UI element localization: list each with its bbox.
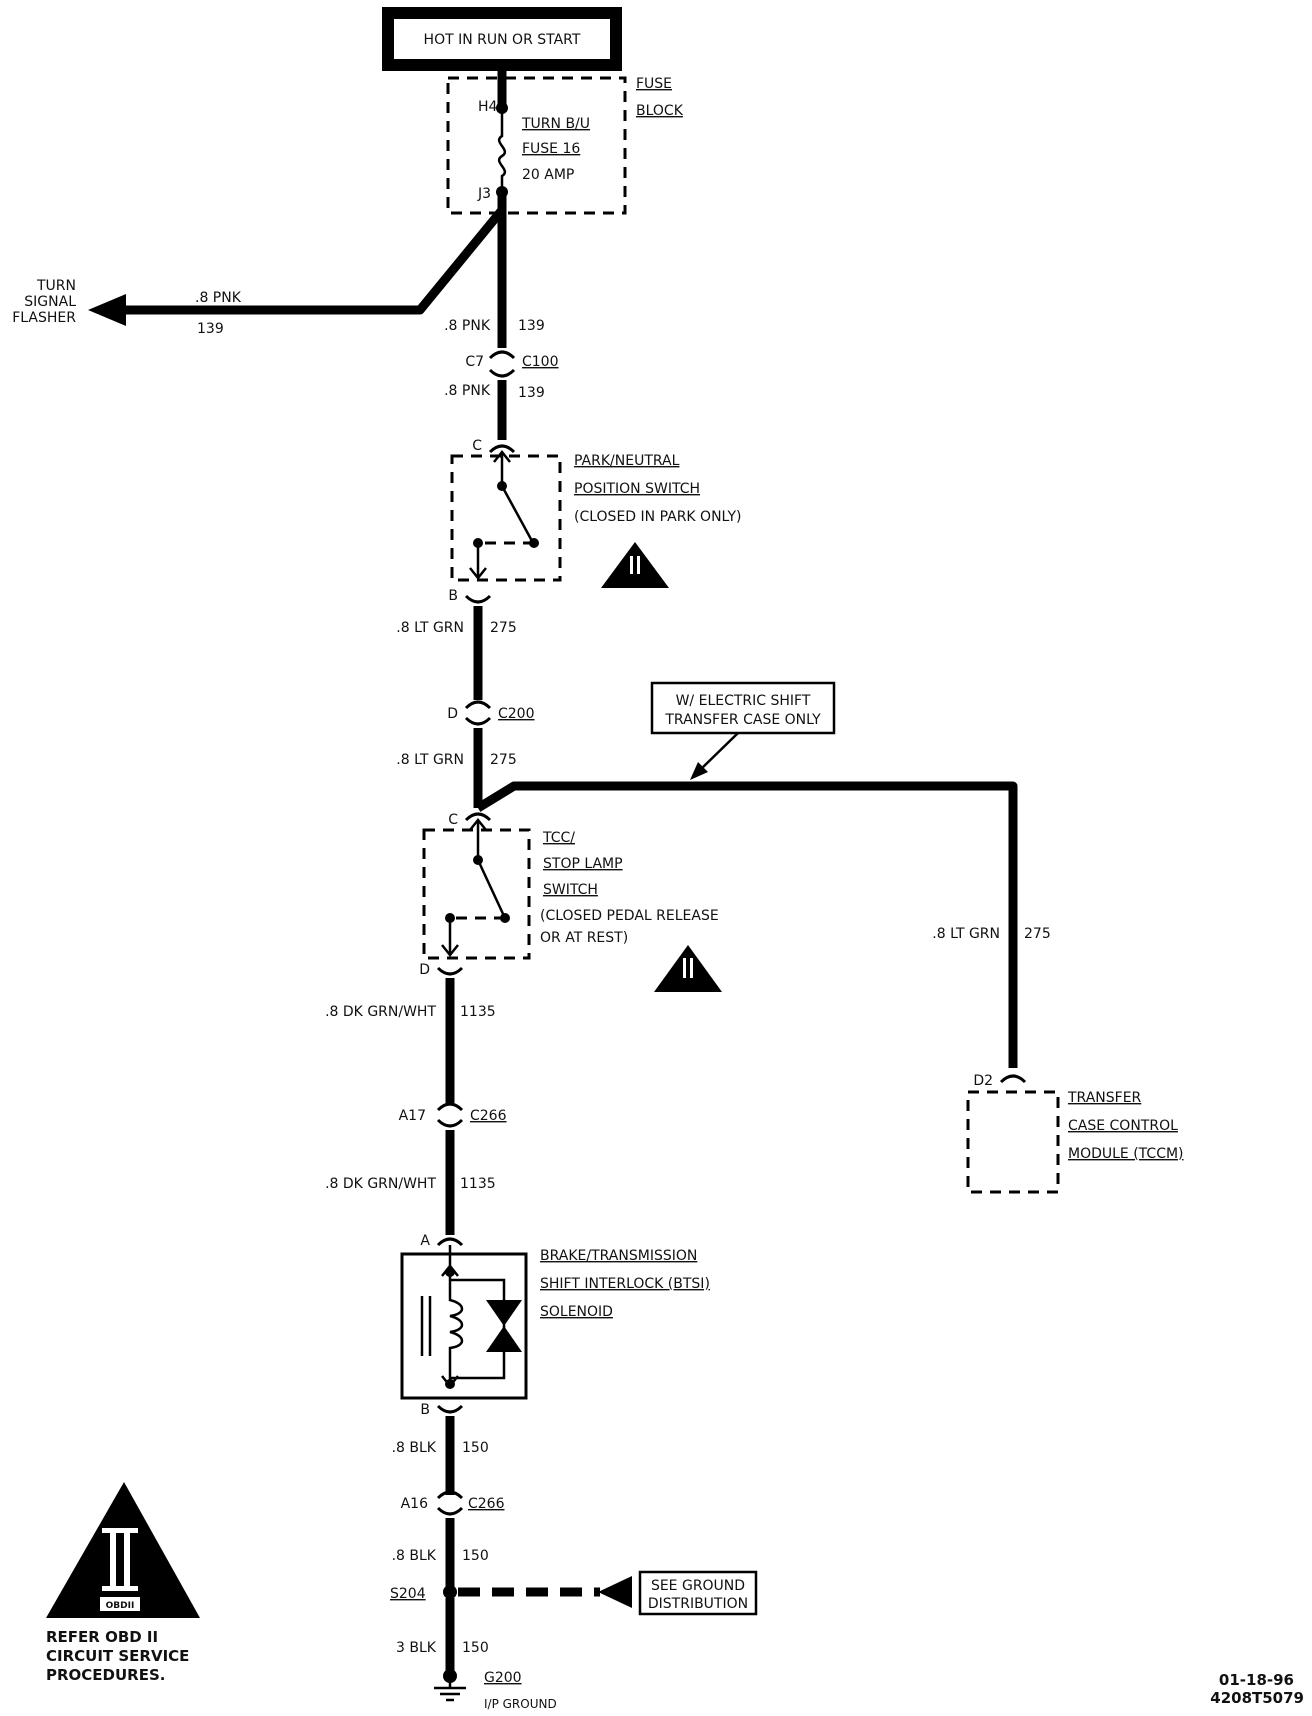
wire-ltgrn-1-circuit: 275 <box>490 620 517 636</box>
c266b-pin: A16 <box>401 1496 428 1512</box>
turn-signal-wire-color: .8 PNK <box>195 290 242 306</box>
connector-c266-a16: A16 C266 <box>401 1490 505 1516</box>
tcc-title-3: SWITCH <box>543 882 598 898</box>
obd-ii-warning-icon <box>601 542 669 588</box>
wire-dkgrn-2-color: .8 DK GRN/WHT <box>325 1176 436 1192</box>
c200-name: C200 <box>498 706 535 722</box>
turn-signal-label-2: SIGNAL <box>24 294 76 310</box>
tccm-pin: D2 <box>973 1073 993 1089</box>
tccm-title-2: CASE CONTROL <box>1068 1118 1178 1134</box>
obd-note-line-2: CIRCUIT SERVICE <box>46 1647 189 1665</box>
tcc-title-2: STOP LAMP <box>543 856 623 872</box>
fuse-pin-j3: J3 <box>477 186 491 202</box>
ground-desc: I/P GROUND <box>484 1697 557 1711</box>
ground-distribution-line-1: SEE GROUND <box>651 1578 745 1594</box>
power-source-label: HOT IN RUN OR START <box>424 32 581 48</box>
btsi-solenoid: A B BRAKE/TRANSMISSION SHIFT INTERLOCK (… <box>400 1233 710 1418</box>
obd-ii-warning-icon <box>654 945 722 992</box>
tcc-title-1: TCC/ <box>542 830 575 846</box>
btsi-pin-a: A <box>420 1233 430 1249</box>
connector-c266-a17: A17 C266 <box>399 1102 507 1128</box>
tccm-title-3: MODULE (TCCM) <box>1068 1146 1184 1162</box>
pn-pin-c: C <box>472 438 482 454</box>
turn-signal-label-3: FLASHER <box>12 310 76 326</box>
electric-shift-line-2: TRANSFER CASE ONLY <box>664 712 821 728</box>
power-source-box: HOT IN RUN OR START <box>382 7 622 71</box>
wire-blk-2-circuit: 150 <box>462 1548 489 1564</box>
wire-pnk-upper-color: .8 PNK <box>444 318 491 334</box>
wire-blk-1-circuit: 150 <box>462 1440 489 1456</box>
ground-name: G200 <box>484 1670 522 1686</box>
wire-pnk-upper-circuit: 139 <box>518 318 545 334</box>
c266a-pin: A17 <box>399 1108 426 1124</box>
ground-distribution-arrow-icon <box>598 1576 632 1608</box>
obd-ii-reference: OBDII REFER OBD II CIRCUIT SERVICE PROCE… <box>46 1482 200 1684</box>
c100-pin: C7 <box>465 354 484 370</box>
wire-blk-1-color: .8 BLK <box>392 1440 437 1456</box>
c266b-name: C266 <box>468 1496 505 1512</box>
wire-dkgrn-1-circuit: 1135 <box>460 1004 496 1020</box>
fuse-block: H4 J3 TURN B/U FUSE 16 20 AMP FUSE BLOCK <box>446 71 684 215</box>
tcc-note-2: OR AT REST) <box>540 930 628 946</box>
fuse-symbol <box>497 108 507 190</box>
tcc-note-1: (CLOSED PEDAL RELEASE <box>540 908 719 924</box>
footer-code: 4208T5079 <box>1210 1689 1304 1707</box>
fuse-label-2: FUSE 16 <box>522 141 580 157</box>
wire-dkgrn-2-circuit: 1135 <box>460 1176 496 1192</box>
park-neutral-switch: C B PARK/NEUTRAL POSITION SWITCH (CLOSED… <box>448 438 741 604</box>
c100-name: C100 <box>522 354 559 370</box>
btsi-title-3: SOLENOID <box>540 1304 613 1320</box>
tccm-title-1: TRANSFER <box>1067 1090 1142 1106</box>
wire-ltgrn-1-color: .8 LT GRN <box>396 620 464 636</box>
tcc-stop-lamp-switch: C D TCC/ STOP LAMP SWITCH (CLOSED PEDAL … <box>419 812 718 978</box>
wire-dkgrn-1-color: .8 DK GRN/WHT <box>325 1004 436 1020</box>
wire-blk-3-color: 3 BLK <box>396 1640 437 1656</box>
wire-blk-3-circuit: 150 <box>462 1640 489 1656</box>
wire-blk-2-color: .8 BLK <box>392 1548 437 1564</box>
wire-ltgrn-3-color: .8 LT GRN <box>932 926 1000 942</box>
wire-ltgrn-3-circuit: 275 <box>1024 926 1051 942</box>
ground-g200: G200 I/P GROUND <box>434 1669 557 1711</box>
fuse-pin-h4: H4 <box>478 99 498 115</box>
obd-ii-triangle-icon <box>46 1482 200 1618</box>
obd-note-line-1: REFER OBD II <box>46 1628 158 1646</box>
turn-signal-label-1: TURN <box>36 278 76 294</box>
btsi-title-2: SHIFT INTERLOCK (BTSI) <box>540 1276 710 1292</box>
c200-pin: D <box>447 706 458 722</box>
turn-signal-arrow <box>88 294 126 326</box>
btsi-pin-b: B <box>420 1402 430 1418</box>
obd-note-line-3: PROCEDURES. <box>46 1666 165 1684</box>
btsi-title-1: BRAKE/TRANSMISSION <box>540 1248 697 1264</box>
electric-shift-note: W/ ELECTRIC SHIFT TRANSFER CASE ONLY <box>650 681 836 780</box>
tcc-pin-d: D <box>419 962 430 978</box>
tccm-module: D2 TRANSFER CASE CONTROL MODULE (TCCM) <box>966 1073 1184 1194</box>
footer-date: 01-18-96 <box>1219 1671 1294 1689</box>
pn-title-2: POSITION SWITCH <box>574 481 700 497</box>
ground-distribution-line-2: DISTRIBUTION <box>648 1596 748 1612</box>
splice-name: S204 <box>390 1586 426 1602</box>
fuse-block-title-2: BLOCK <box>636 103 684 119</box>
fuse-label-1: TURN B/U <box>521 116 590 132</box>
tcc-pin-c: C <box>448 812 458 828</box>
pn-pin-b: B <box>448 588 458 604</box>
splice-s204: S204 SEE GROUND DISTRIBUTION <box>390 1570 758 1616</box>
electric-shift-line-1: W/ ELECTRIC SHIFT <box>676 693 811 709</box>
obd-symbol-caption: OBDII <box>106 1601 135 1611</box>
connector-c200: D C200 <box>447 700 535 726</box>
connector-c100: C7 C100 <box>465 350 559 378</box>
pn-title-1: PARK/NEUTRAL <box>574 453 680 469</box>
wire-pnk-lower-circuit: 139 <box>518 385 545 401</box>
fuse-label-3: 20 AMP <box>522 167 574 183</box>
c266a-name: C266 <box>470 1108 507 1124</box>
turn-signal-wire-circuit: 139 <box>197 321 224 337</box>
diode-icon <box>486 1300 522 1326</box>
wire-pnk-lower-color: .8 PNK <box>444 383 491 399</box>
pn-note: (CLOSED IN PARK ONLY) <box>574 509 742 525</box>
wire-ltgrn-2-circuit: 275 <box>490 752 517 768</box>
wire-ltgrn-2-color: .8 LT GRN <box>396 752 464 768</box>
fuse-block-title-1: FUSE <box>636 76 672 92</box>
